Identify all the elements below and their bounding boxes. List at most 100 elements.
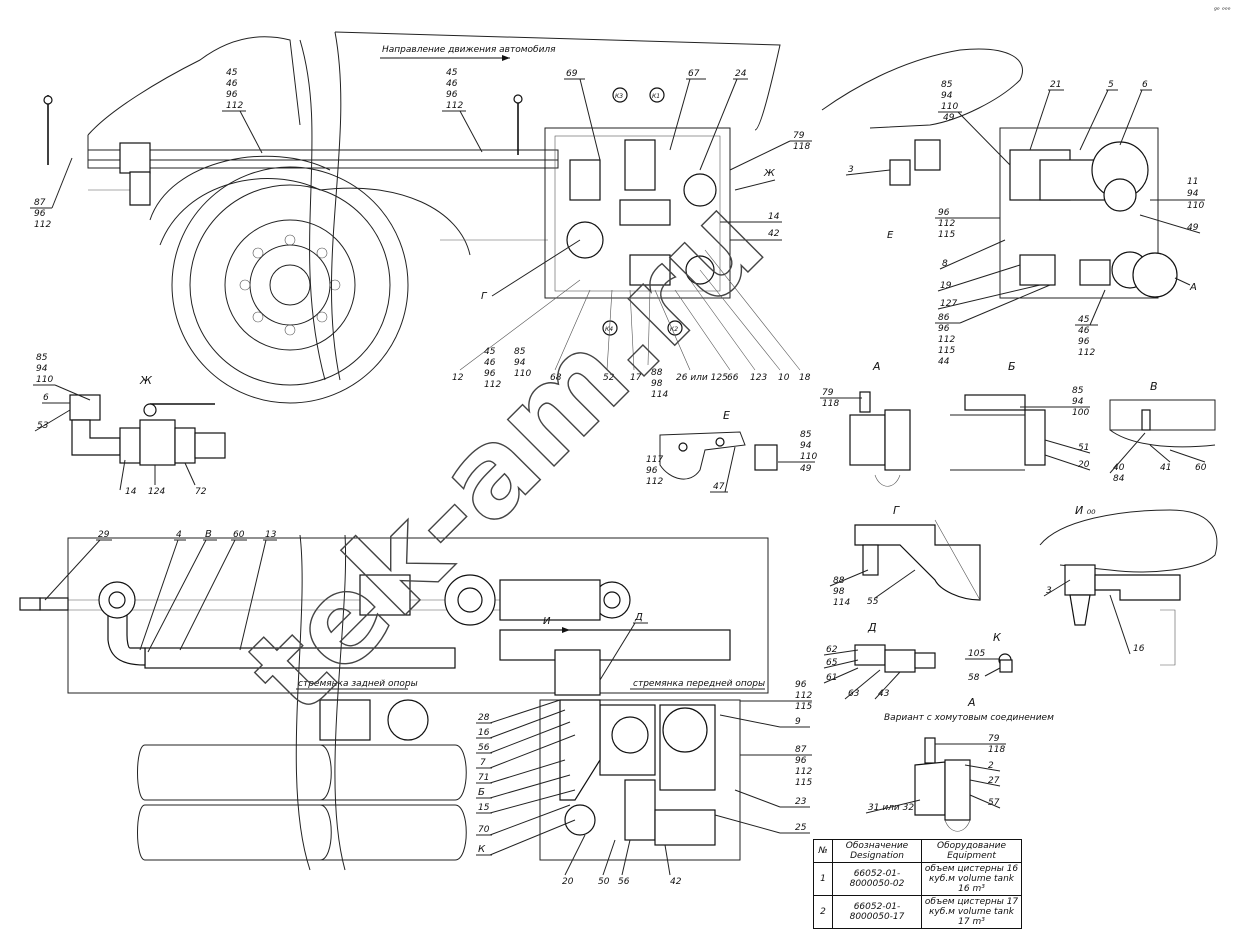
svg-text:68: 68: [550, 373, 562, 383]
svg-text:Б: Б: [1008, 360, 1016, 373]
svg-text:112: 112: [646, 477, 663, 487]
svg-text:52: 52: [603, 373, 615, 383]
svg-text:123: 123: [750, 373, 767, 383]
svg-text:А: А: [1189, 282, 1197, 293]
spec-header-equipment: Оборудование Equipment: [921, 839, 1022, 863]
svg-text:112: 112: [938, 335, 955, 345]
callout-105: 105: [968, 649, 985, 659]
zh-callouts: 6 53 14 124 72: [34, 393, 207, 497]
svg-text:94: 94: [1072, 397, 1084, 407]
stack-45-left: 45 46 96 112: [222, 68, 263, 154]
d-callouts: 62 65 61 63 43: [823, 645, 901, 700]
svg-text:Д: Д: [634, 612, 643, 623]
callout-58: 58: [968, 673, 980, 683]
svg-text:19: 19: [940, 281, 952, 291]
svg-text:В: В: [1150, 380, 1158, 393]
svg-text:79: 79: [793, 131, 805, 141]
view-g: Г: [854, 504, 981, 601]
callout-20: 20: [1078, 460, 1090, 470]
stack-12: 45 46 96 112: [484, 347, 501, 390]
svg-text:96: 96: [795, 756, 807, 766]
view-a-variant: А Вариант с хомутовым соединением: [884, 696, 1054, 832]
view-k: К: [993, 631, 1013, 673]
svg-text:3: 3: [848, 165, 854, 175]
spec-cell-equipment: объем цистерны 17 куб.м volume tank 17 m…: [921, 895, 1022, 929]
svg-text:86: 86: [938, 313, 950, 323]
svg-text:70: 70: [478, 825, 490, 835]
svg-text:96: 96: [226, 90, 238, 100]
svg-text:Д: Д: [867, 621, 877, 634]
svg-text:21: 21: [1050, 80, 1061, 90]
circle-k4: К4: [605, 326, 613, 333]
svg-text:46: 46: [484, 358, 496, 368]
svg-text:115: 115: [795, 778, 812, 788]
svg-text:96: 96: [646, 466, 658, 476]
svg-text:85: 85: [36, 353, 48, 363]
svg-text:88: 88: [651, 368, 663, 378]
svg-text:61: 61: [826, 673, 837, 683]
svg-text:49: 49: [943, 113, 955, 123]
stack-88: 88 98 114: [647, 289, 668, 400]
svg-text:Г: Г: [893, 504, 900, 517]
callout-60: 60: [1195, 463, 1207, 473]
a-variant-callouts: 2 27 57 31 или 32: [865, 761, 1001, 814]
svg-text:112: 112: [795, 691, 812, 701]
stack-85-bb: 85 94 100: [1020, 386, 1090, 418]
stack-88-g: 88 98 114: [829, 569, 869, 608]
svg-text:94: 94: [514, 358, 526, 368]
svg-text:66: 66: [727, 373, 739, 383]
svg-text:96: 96: [34, 209, 46, 219]
svg-text:112: 112: [795, 767, 812, 777]
stack-79-a: 79 118: [820, 388, 862, 409]
callout-51: 51: [1078, 443, 1089, 453]
svg-text:49: 49: [800, 464, 812, 474]
corner-mark: ᵍᵒ ᵒᵒᵒ: [1214, 6, 1231, 14]
svg-text:5: 5: [1108, 80, 1114, 90]
top-right-detail: [821, 48, 1178, 299]
svg-text:71: 71: [478, 773, 489, 783]
view-d: Д: [854, 621, 936, 673]
svg-text:45: 45: [446, 68, 458, 78]
svg-text:46: 46: [446, 79, 458, 89]
svg-text:94: 94: [800, 441, 812, 451]
spec-header-designation: Обозначение Designation: [832, 839, 922, 863]
svg-text:96: 96: [795, 680, 807, 690]
stack-96-bottom: 96 112 115: [740, 680, 812, 712]
svg-text:100: 100: [1072, 408, 1089, 418]
svg-text:Е: Е: [723, 409, 730, 422]
circle-k3: К3: [615, 93, 623, 100]
svg-text:Ж: Ж: [139, 374, 153, 387]
stack-87-bottom: 87 96 112 115: [740, 745, 812, 788]
svg-text:Б: Б: [478, 787, 485, 798]
svg-text:20: 20: [562, 877, 574, 887]
svg-text:7: 7: [480, 758, 486, 768]
svg-text:112: 112: [34, 220, 51, 230]
svg-text:26 или 125: 26 или 125: [676, 373, 728, 383]
svg-text:Г: Г: [481, 291, 488, 302]
svg-text:45: 45: [226, 68, 238, 78]
svg-text:А: А: [872, 360, 881, 373]
svg-text:10: 10: [778, 373, 790, 383]
circle-k2: К2: [670, 326, 678, 333]
svg-text:115: 115: [938, 346, 955, 356]
svg-text:Е: Е: [887, 230, 894, 241]
svg-text:110: 110: [941, 102, 958, 112]
spec-header-num: №: [813, 839, 833, 863]
svg-text:40: 40: [1113, 463, 1125, 473]
circle-k1: К1: [652, 93, 660, 100]
stack-79: 79 118: [729, 131, 812, 171]
svg-text:И ₀₀: И ₀₀: [1075, 504, 1096, 517]
svg-text:127: 127: [940, 299, 957, 309]
svg-text:60: 60: [233, 530, 245, 540]
svg-text:17: 17: [630, 373, 642, 383]
top-view-bottom: стремянка задней опоры стремянка передне…: [19, 534, 769, 871]
svg-text:69: 69: [566, 69, 578, 79]
svg-text:В: В: [205, 529, 212, 540]
top-right-callouts: 21 5 6 3 49 8 19 127 Е А: [845, 80, 1201, 310]
svg-text:42: 42: [670, 877, 682, 887]
svg-text:46: 46: [1078, 326, 1090, 336]
direction-text: Направление движения автомобиля: [382, 45, 556, 55]
svg-text:110: 110: [36, 375, 53, 385]
stack-85-e: 85 94 110 49: [778, 430, 817, 474]
